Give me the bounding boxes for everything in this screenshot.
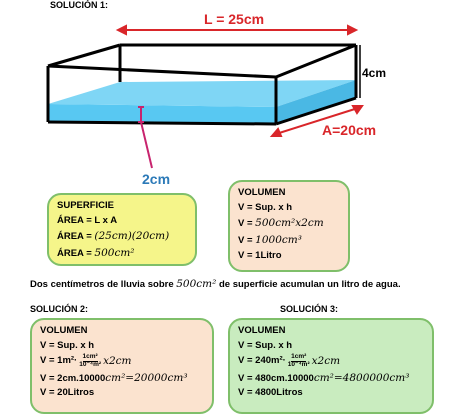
volumen-1-line-3: V = 1000cm³ [238, 234, 302, 247]
water-front [48, 104, 276, 124]
volumen-3-fraction: 1cm² 10⁻⁴m² [287, 353, 310, 369]
width-label: A=20cm [322, 122, 377, 138]
rain-statement: Dos centímetros de lluvia sobre 500cm² d… [30, 278, 401, 290]
volumen-2-line-1: V = Sup. x h [40, 339, 95, 351]
length-label: L = 25cm [204, 11, 265, 27]
volumen-3-line-1: V = Sup. x h [238, 339, 293, 351]
pool-diagram [46, 24, 364, 169]
volumen-2-box: VOLUMEN V = Sup. x h V = 1m²· 1cm² 10⁻⁴m… [30, 318, 214, 414]
volumen-3-title: VOLUMEN [238, 325, 286, 336]
volumen-1-line-4: V = 1Litro [238, 249, 282, 261]
solucion-3-label: SOLUCIÓN 3: [280, 304, 339, 314]
volumen-1-line-2: V = 500cm²x2cm [238, 217, 324, 230]
volumen-3-line-3: V = 480cm.10000cm²=4800000cm³ [238, 371, 410, 384]
volumen-3-box: VOLUMEN V = Sup. x h V = 240m²· 1cm² 10⁻… [228, 318, 434, 414]
volumen-1-title: VOLUMEN [238, 187, 286, 198]
volumen-3-line-2: V = 240m²· 1cm² 10⁻⁴m² x2cm [238, 353, 341, 369]
superficie-line-2: ÁREA = (25cm)(20cm) [57, 230, 170, 243]
volumen-2-fraction: 1cm² 10⁻⁴m² [79, 353, 102, 369]
superficie-box: SUPERFICIE ÁREA = L x A ÁREA = (25cm)(20… [47, 193, 197, 266]
volumen-1-box: VOLUMEN V = Sup. x h V = 500cm²x2cm V = … [228, 180, 350, 272]
height-label: 4cm [362, 66, 387, 80]
volumen-3-line-4: V = 4800Litros [238, 387, 303, 399]
volumen-2-title: VOLUMEN [40, 325, 88, 336]
volumen-1-line-1: V = Sup. x h [238, 201, 293, 213]
water-surface [48, 80, 356, 107]
superficie-title: SUPERFICIE [57, 200, 115, 211]
superficie-line-3: ÁREA = 500cm² [57, 247, 135, 260]
water-side [276, 80, 356, 124]
solucion-1-label: SOLUCIÓN 1: [50, 0, 109, 10]
superficie-line-1: ÁREA = L x A [57, 214, 118, 226]
volumen-2-line-3: V = 2cm.10000cm²=20000cm³ [40, 371, 188, 384]
rain-label: 2cm [142, 171, 171, 187]
volumen-2-line-4: V = 20Litros [40, 387, 95, 399]
solucion-2-label: SOLUCIÓN 2: [30, 304, 89, 314]
volumen-2-line-2: V = 1m²· 1cm² 10⁻⁴m² x2cm [40, 353, 132, 369]
